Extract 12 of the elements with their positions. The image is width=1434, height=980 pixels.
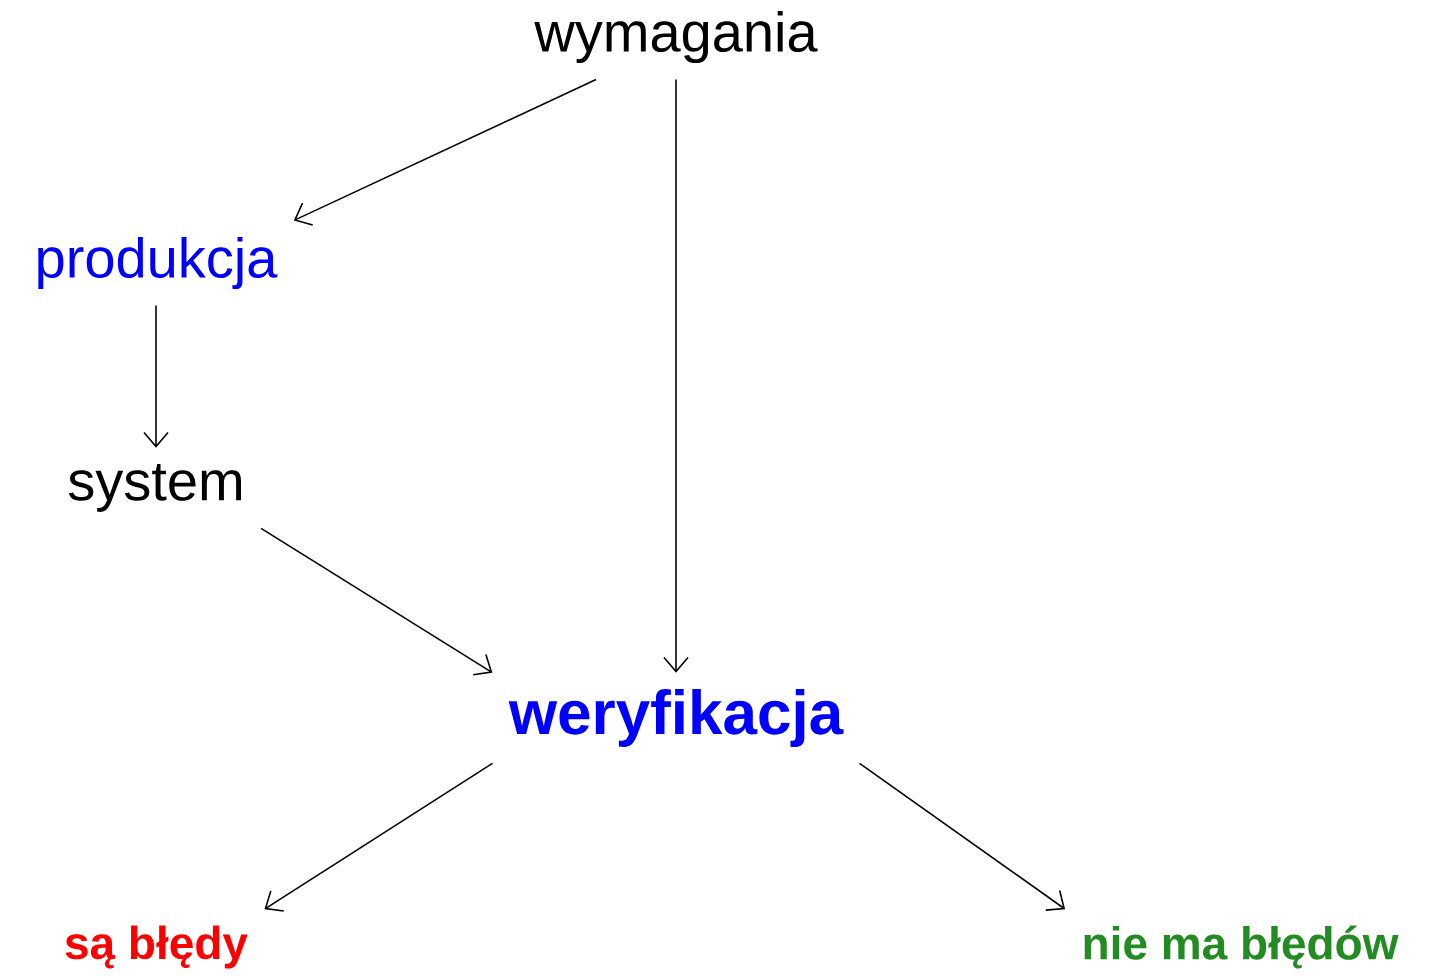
label-text: są błędy <box>65 925 248 969</box>
arrow <box>260 527 493 676</box>
arrow <box>663 78 689 673</box>
arrow <box>143 304 169 448</box>
label-text: weryfikacja <box>508 689 844 747</box>
label-text: produkcja <box>38 236 278 290</box>
label-text: nie ma błędów <box>1084 925 1399 969</box>
arrow <box>293 78 597 226</box>
arrow <box>264 762 494 912</box>
label-text: system <box>68 464 241 512</box>
label-text: wymagania <box>534 10 818 64</box>
arrow <box>858 762 1066 911</box>
